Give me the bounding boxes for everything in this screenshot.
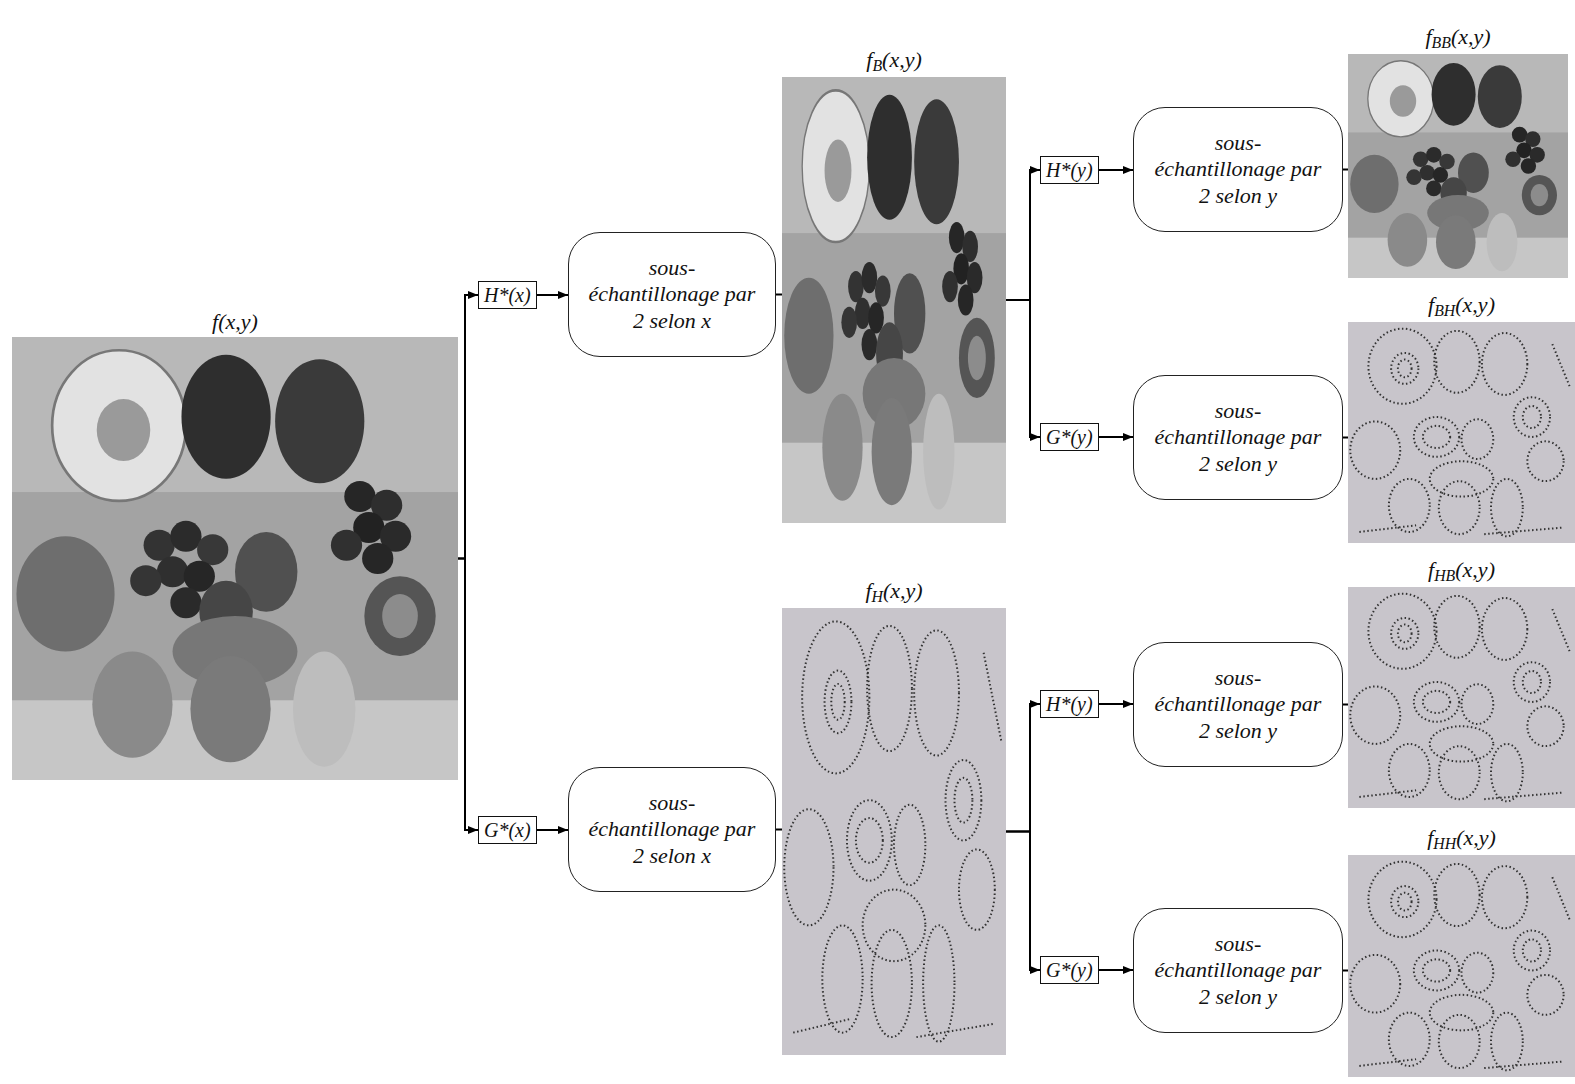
step-label: sous- échantillonage par 2 selon y xyxy=(1152,665,1324,744)
downsampling-box: sous- échantillonage par 2 selon y xyxy=(1133,375,1343,500)
filter-box: G*(y) xyxy=(1040,423,1099,451)
filter-label: G*(y) xyxy=(1046,958,1093,982)
connector xyxy=(1343,704,1348,706)
image-title: fHB(x,y) xyxy=(1426,558,1497,584)
image-title: fB(x,y) xyxy=(864,48,923,74)
step-label: sous- échantillonage par 2 selon y xyxy=(1152,931,1324,1010)
filter-box: H*(y) xyxy=(1040,156,1099,184)
filter-label: H*(x) xyxy=(484,283,531,307)
image-panel: fHB(x,y) xyxy=(1348,587,1575,808)
image-title: fH(x,y) xyxy=(863,579,924,605)
filter-label: H*(y) xyxy=(1046,158,1093,182)
connector xyxy=(458,559,478,831)
downsampling-box: sous- échantillonage par 2 selon y xyxy=(1133,107,1343,232)
connector xyxy=(776,829,782,831)
connector xyxy=(1099,436,1133,438)
filter-box: H*(x) xyxy=(478,281,537,309)
connector xyxy=(537,829,568,831)
connector xyxy=(776,294,782,296)
connector xyxy=(1099,169,1133,171)
connector xyxy=(1006,300,1040,437)
step-label: sous- échantillonage par 2 selon y xyxy=(1152,130,1324,209)
filter-box: H*(y) xyxy=(1040,690,1099,718)
connector xyxy=(1099,703,1133,705)
image-panel: fHH(x,y) xyxy=(1348,855,1575,1077)
filter-label: G*(y) xyxy=(1046,425,1093,449)
image-title: fHH(x,y) xyxy=(1425,826,1498,852)
image-panel: fB(x,y) xyxy=(782,77,1006,523)
downsampling-box: sous- échantillonage par 2 selon y xyxy=(1133,642,1343,767)
filter-box: G*(x) xyxy=(478,816,537,844)
lowpass-image xyxy=(782,77,1006,523)
lowlow-image xyxy=(1348,54,1568,278)
image-panel: fBB(x,y) xyxy=(1348,54,1568,278)
downsampling-box: sous- échantillonage par 2 selon x xyxy=(568,232,776,357)
connector xyxy=(1006,832,1040,971)
highpass-image xyxy=(782,608,1006,1055)
connector xyxy=(1343,437,1348,439)
image-title: fBH(x,y) xyxy=(1426,293,1497,319)
step-label: sous- échantillonage par 2 selon x xyxy=(587,790,757,869)
step-label: sous- échantillonage par 2 selon x xyxy=(587,255,757,334)
highlow-image xyxy=(1348,587,1575,808)
image-panel: f(x,y) xyxy=(12,337,458,780)
downsampling-box: sous- échantillonage par 2 selon y xyxy=(1133,908,1343,1033)
connector xyxy=(458,295,478,559)
filter-box: G*(y) xyxy=(1040,956,1099,984)
connector xyxy=(1006,704,1040,832)
image-panel: fH(x,y) xyxy=(782,608,1006,1055)
connector xyxy=(1099,969,1133,971)
image-title: f(x,y) xyxy=(210,310,260,334)
connector xyxy=(1343,169,1348,171)
source-image xyxy=(12,337,458,780)
connector xyxy=(1343,970,1348,972)
highhigh-image xyxy=(1348,855,1575,1077)
image-title: fBB(x,y) xyxy=(1423,25,1492,51)
image-panel: fBH(x,y) xyxy=(1348,322,1575,543)
connector xyxy=(1006,170,1040,300)
downsampling-box: sous- échantillonage par 2 selon x xyxy=(568,767,776,892)
lowhigh-image xyxy=(1348,322,1575,543)
filter-label: G*(x) xyxy=(484,818,531,842)
step-label: sous- échantillonage par 2 selon y xyxy=(1152,398,1324,477)
connector xyxy=(537,294,568,296)
filter-label: H*(y) xyxy=(1046,692,1093,716)
